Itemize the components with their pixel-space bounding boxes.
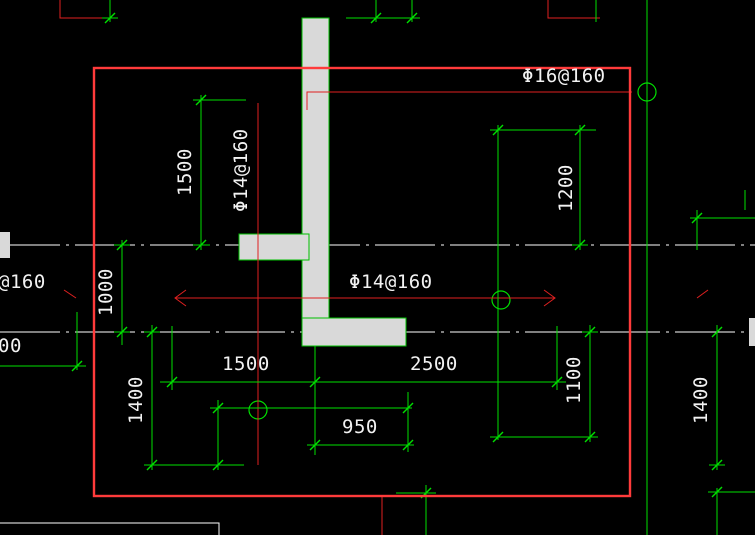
axis-marker-middle[interactable]: [491, 290, 511, 310]
rebar-lines: [59, 0, 709, 535]
selection-box[interactable]: [92, 66, 632, 498]
dimension-950[interactable]: 950: [342, 416, 378, 438]
dimension-1400-right[interactable]: 1400: [690, 376, 712, 424]
dimension-1100[interactable]: 1100: [563, 356, 585, 404]
dimension-1500-horizontal[interactable]: 1500: [222, 353, 270, 375]
concrete-wall[interactable]: [238, 17, 407, 347]
rebar-label-middle[interactable]: Φ14@160: [349, 271, 433, 293]
wall-stub-left[interactable]: [0, 232, 10, 258]
frame-fragment: [0, 522, 220, 535]
rebar-label-left-partial: @160: [0, 271, 46, 293]
dimension-ticks: [71, 12, 723, 499]
dimension-1500-vertical[interactable]: 1500: [174, 148, 196, 196]
rebar-label-vertical[interactable]: Φ14@160: [230, 128, 252, 212]
dimension-1000[interactable]: 1000: [95, 268, 117, 316]
rebar-label-top-right[interactable]: Φ16@160: [522, 65, 606, 87]
dimension-2500[interactable]: 2500: [410, 353, 458, 375]
wall-stub-right[interactable]: [749, 318, 755, 346]
dimension-1200[interactable]: 1200: [555, 164, 577, 212]
dimension-1400-left[interactable]: 1400: [125, 376, 147, 424]
axis-marker-top-right[interactable]: [637, 82, 657, 102]
left-partial-number: 00: [0, 335, 22, 357]
